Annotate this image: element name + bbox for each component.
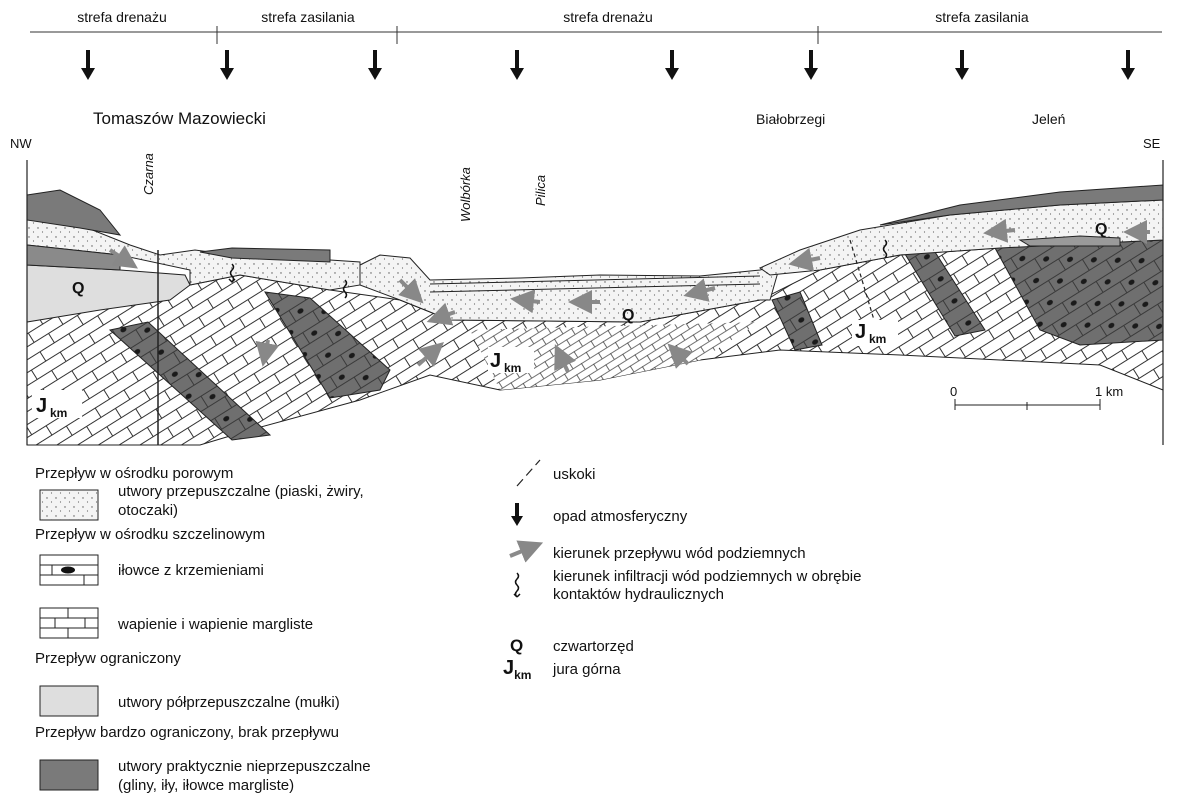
zone-label-4: strefa zasilania [935,9,1029,25]
legend-j-symbol: Jkm [503,660,531,684]
swatch-porous [40,490,98,520]
unit-q-center: Q [622,307,634,324]
precip-arrow-icon [804,50,818,80]
infiltration-arrow-icon [514,573,520,597]
legend-symbols [510,460,540,597]
legend-q-symbol: Q [510,637,523,654]
zone-label-1: strefa drenażu [77,9,167,25]
legend-porous-line2: otoczaki) [118,502,178,519]
legend-faults: uskoki [553,466,596,483]
river-czarna: Czarna [141,153,156,195]
precip-arrow-icon [955,50,969,80]
legend-fissure-heading: Przepływ w ośrodku szczelinowym [35,526,265,543]
precip-arrow-icon [1121,50,1135,80]
legend-porous-heading: Przepływ w ośrodku porowym [35,465,233,482]
precipitation-arrows [81,50,1135,80]
place-bialobrzegi: Białobrzegi [756,111,825,127]
svg-text:J: J [490,350,501,372]
unit-q-right: Q [1095,221,1107,238]
direction-se: SE [1143,136,1161,151]
svg-text:km: km [869,332,886,346]
unit-jkm-left: J km [32,390,82,420]
svg-text:km: km [504,361,521,375]
legend-verylimited-heading: Przepływ bardzo ograniczony, brak przepł… [35,724,339,741]
unit-jkm-right: J km [852,320,898,346]
legend-impermeable-line2: (gliny, iły, iłowce margliste) [118,777,294,794]
zone-label-2: strefa zasilania [261,9,355,25]
zone-label-3: strefa drenażu [563,9,653,25]
legend-q-label: czwartorzęd [553,638,634,655]
scale-bar: 0 1 km [950,384,1123,410]
legend-porous-line1: utwory przepuszczalne (piaski, żwiry, [118,483,364,500]
place-jelen: Jeleń [1032,111,1065,127]
legend-limestone: wapienie i wapienie margliste [118,616,313,633]
legend-precip: opad atmosferyczny [553,508,687,525]
scale-end: 1 km [1095,384,1123,399]
fault-icon [517,460,540,486]
svg-text:J: J [855,321,866,343]
precip-arrow-icon [81,50,95,80]
precip-arrow-icon [510,50,524,80]
svg-text:J: J [36,395,47,417]
precip-arrow-icon [665,50,679,80]
legend-impermeable-line1: utwory praktycznie nieprzepuszczalne [118,758,371,775]
precip-arrow-icon [368,50,382,80]
geologic-cross-section: Q Q Q J km J km J km [27,160,1163,445]
unit-q-left: Q [72,280,84,297]
precip-arrow-icon [220,50,234,80]
direction-nw: NW [10,136,32,151]
river-wolborka: Wolbórka [458,167,473,222]
legend-limited-heading: Przepływ ograniczony [35,650,181,667]
svg-text:km: km [50,406,67,420]
legend-flowdir: kierunek przepływu wód podziemnych [553,545,806,562]
zone-bar: strefa drenażu strefa zasilania strefa d… [30,9,1162,44]
legend-infil-line2: kontaktów hydraulicznych [553,586,724,603]
flow-arrow-icon [995,230,1015,232]
river-pilica: Pilica [533,175,548,206]
flow-arrow-icon [510,547,532,556]
precip-arrow-icon [511,503,523,526]
place-tomaszow: Tomaszów Mazowiecki [93,109,266,128]
legend-semipermeable: utwory półprzepuszczalne (mułki) [118,694,340,711]
swatch-semipermeable [40,686,98,716]
legend-infil-line1: kierunek infiltracji wód podziemnych w o… [553,568,861,585]
scale-start: 0 [950,384,957,399]
unit-jkm-center: J km [488,347,534,375]
flint-nodule-icon [61,567,75,574]
flow-arrow-icon [522,300,540,302]
swatch-limestone [40,608,98,638]
swatch-impermeable [40,760,98,790]
legend-j-label: jura górna [553,661,621,678]
legend-claystone: iłowce z krzemieniami [118,562,264,579]
